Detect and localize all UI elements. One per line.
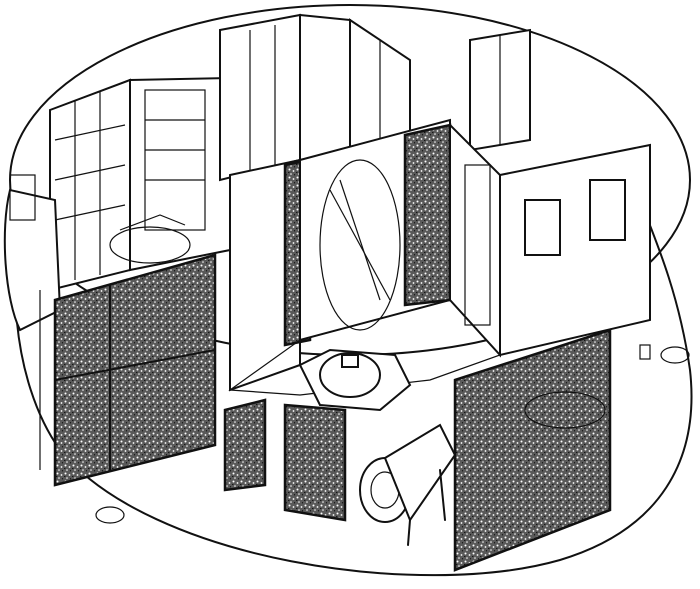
left-partition-panel xyxy=(53,253,217,487)
floor-hatch-left xyxy=(95,506,125,524)
rear-cabinet-row xyxy=(219,13,531,182)
front-equipment xyxy=(223,398,457,546)
left-seating-area xyxy=(3,174,191,332)
floor-hatch-right xyxy=(660,346,690,364)
module-floor-outline xyxy=(14,199,693,577)
central-compartment xyxy=(228,118,651,396)
right-partition-panel xyxy=(453,328,612,572)
central-apparatus xyxy=(298,348,412,412)
left-cabinet-bank xyxy=(49,76,231,292)
